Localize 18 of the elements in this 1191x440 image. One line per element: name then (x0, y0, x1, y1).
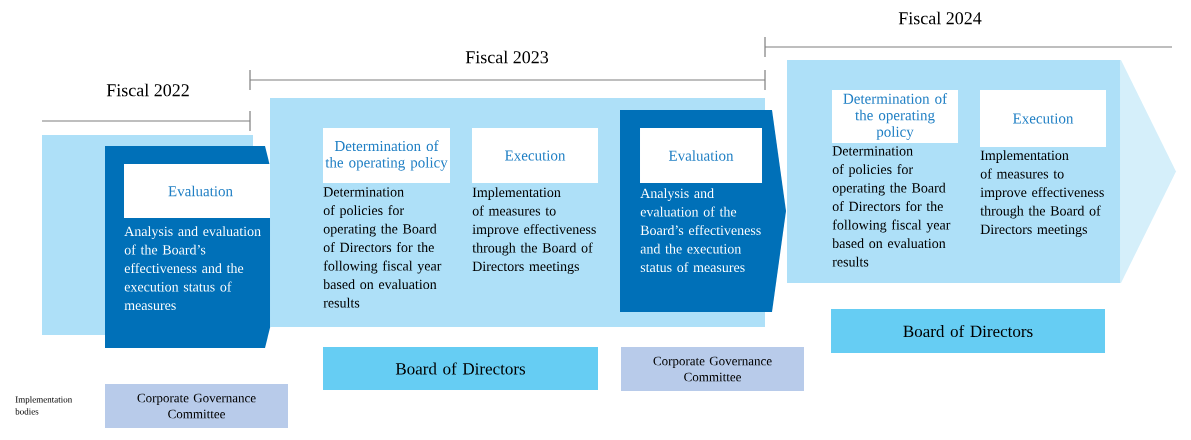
year-label: Fiscal 2022 (106, 83, 189, 97)
body-box: Board of Directors (323, 347, 598, 390)
phase-pentagon: Evaluation Analysis and evaluation of the Board’s effectiveness and the execution status of measures (620, 110, 786, 312)
phase-card: Execution Implementation of measures to improve effectiveness through the Board of Directors meetings (472, 128, 598, 274)
row-label: Implementation bodies (15, 396, 73, 415)
body-box: Board of Directors (831, 309, 1105, 353)
node-label: Implementation of measures to improve effectiveness through the Board of Directors meetings (472, 187, 596, 274)
node-label: Determination of policies for operating the Board of Directors for the following fiscal year based on evaluation results (323, 187, 442, 308)
committee-box: Corporate Governance Committee (621, 347, 804, 391)
phase-card: Execution Implementation of measures to improve effectiveness through the Board of Directors meetings (980, 90, 1106, 237)
year-label: Fiscal 2024 (898, 11, 982, 25)
year-label: Fiscal 2023 (465, 50, 549, 64)
phase-pentagon: Evaluation Analysis and evaluation of the Board’s effectiveness and the execution status of measures (105, 146, 290, 348)
node-label: Implementation of measures to improve effectiveness through the Board of Directors meetings (980, 150, 1104, 237)
phase-card: Determination of the operating policy Determination of policies for operating the Board of Directors for the following fiscal year based on evaluation results (832, 90, 958, 267)
phase-card: Determination of the operating policy Determination of policies for operating the Board of Directors for the following fiscal year based on evaluation results (323, 128, 450, 308)
node-label: Determination of policies for operating the Board of Directors for the following fiscal year based on evaluation results (832, 146, 951, 267)
committee-box: Corporate Governance Committee (105, 384, 288, 428)
